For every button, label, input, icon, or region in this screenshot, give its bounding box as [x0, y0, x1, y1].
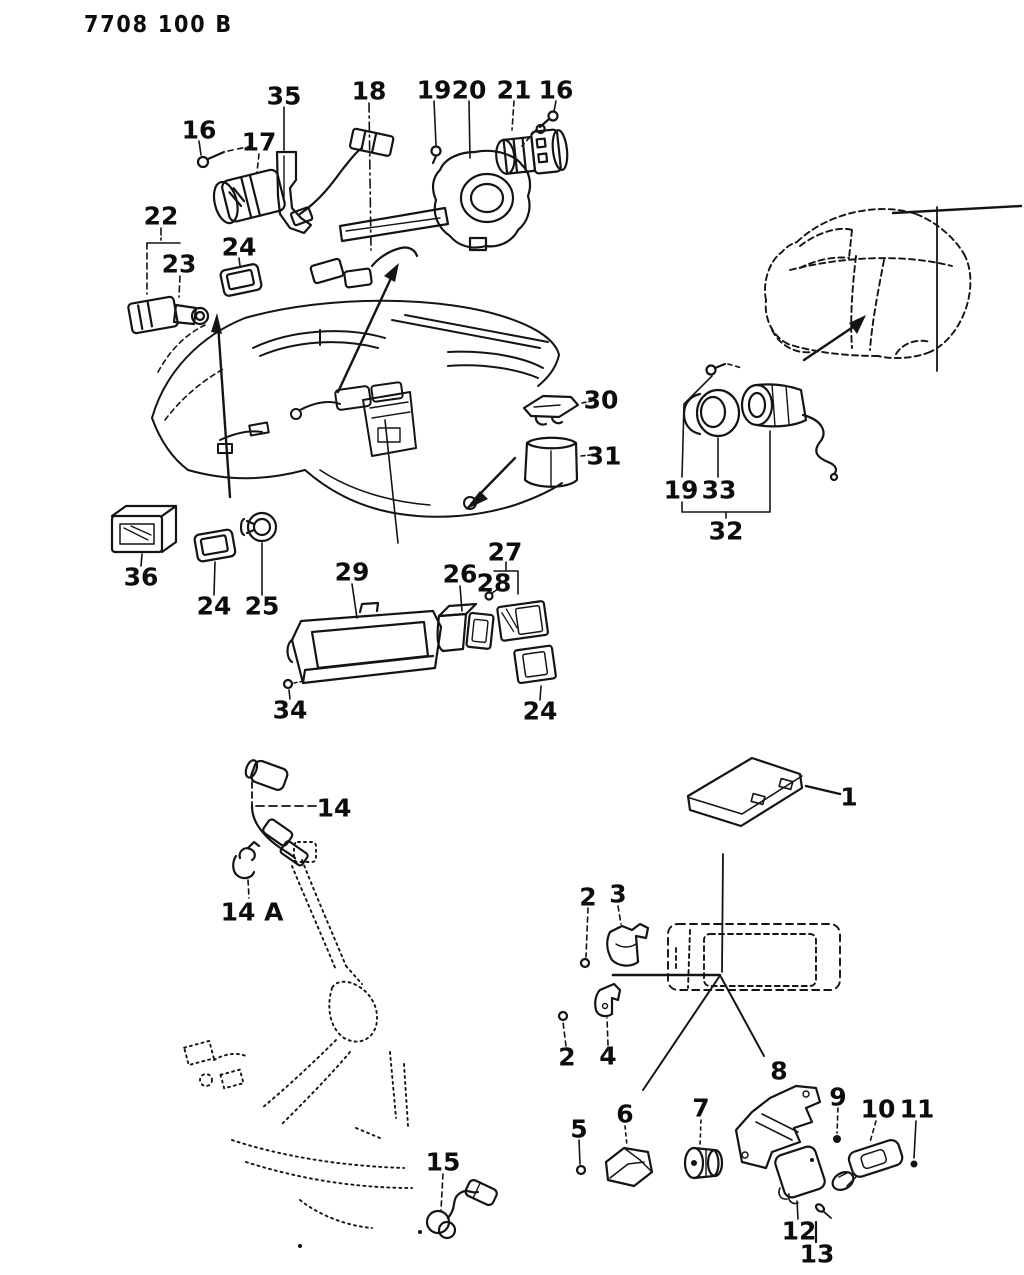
part-25-knob [239, 511, 278, 596]
part-2-screw-upper [579, 907, 591, 969]
arrow-to-console-hole [465, 456, 517, 510]
part-13-screw [814, 1203, 832, 1244]
part-24-blank-mid [193, 528, 237, 596]
glovebox-location-drawing [667, 923, 841, 991]
part-15-switch-wire [425, 1173, 498, 1240]
part-36-switch [110, 504, 178, 567]
part-10-sensor [831, 1120, 904, 1191]
part-12-relay [774, 1145, 826, 1220]
part-17-cigarette-lighter [212, 153, 286, 225]
part-21-ignition-switch [495, 100, 569, 175]
part-16-screw-right [521, 100, 559, 147]
part-11-screw [910, 1120, 918, 1168]
part-24-switch-lower [513, 644, 557, 701]
part-20-combination-switch [309, 100, 532, 289]
part-32-key-cylinder [681, 383, 839, 519]
part-31-box [523, 436, 592, 488]
part-24-blank-upper [219, 257, 263, 297]
part-19-screw-top [430, 100, 442, 165]
part-6-relay [604, 1125, 654, 1188]
part-34-screw [282, 678, 305, 700]
part-14-wire [244, 759, 319, 867]
part-9-screw [833, 1107, 841, 1143]
part-7-switch [683, 1119, 724, 1180]
seat-belt-drawing [183, 841, 422, 1248]
harness-connector-wires [289, 127, 395, 227]
part-26-switch [436, 585, 495, 653]
part-30-cover [522, 394, 593, 426]
part-28-screw [484, 588, 499, 601]
part-27-switch [493, 561, 549, 642]
part-2-screw-lower [557, 1010, 569, 1047]
part-5-screw [575, 1139, 587, 1176]
car-silhouette [764, 208, 972, 360]
part-1-ecu [686, 756, 842, 973]
location-leader-lines [611, 973, 765, 1091]
page-code: 7708 100 B [84, 12, 234, 38]
dashboard-drawing [151, 299, 563, 544]
part-35-bracket [275, 106, 313, 235]
part-33-grommet [682, 388, 741, 478]
part-16-screw-left [196, 140, 253, 169]
part-4-bracket [594, 982, 622, 1046]
part-8-bracket [734, 1084, 822, 1170]
part-19-screw-door [681, 362, 743, 478]
arrow-into-left-dash [211, 313, 232, 499]
arrow-to-column [336, 263, 399, 394]
part-3-bracket [606, 905, 650, 967]
part-29-pocket [286, 583, 443, 685]
car-leader-lines [802, 204, 1023, 372]
part-14a-clamp [232, 840, 261, 899]
part-22-23-switch [127, 227, 210, 335]
